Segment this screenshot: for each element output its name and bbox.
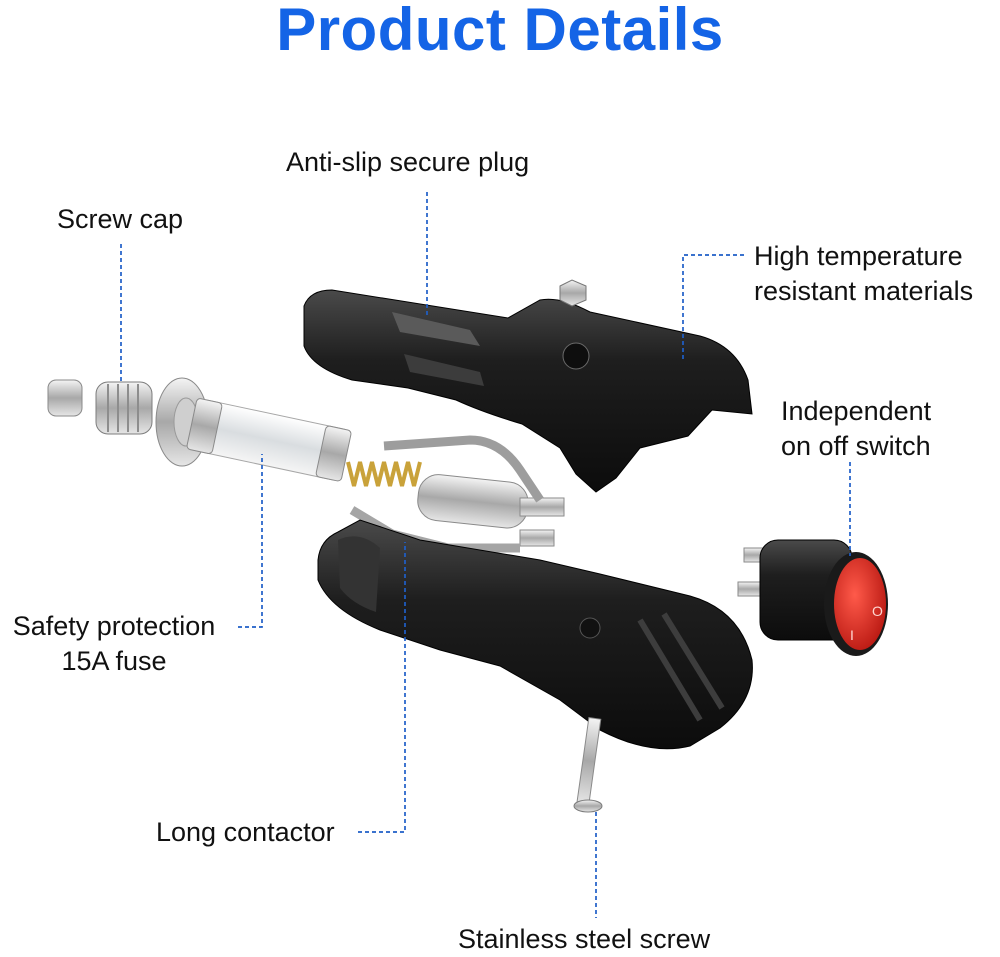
lower-housing: [317, 519, 753, 750]
label-switch: Independent on off switch: [781, 396, 932, 462]
label-stainless-screw: Stainless steel screw: [458, 924, 711, 954]
upper-housing: [303, 289, 753, 493]
stainless-screw: [573, 717, 603, 813]
hex-nut: [559, 279, 587, 307]
rocker-switch: O I: [737, 539, 888, 656]
label-high-temperature: High temperature resistant materials: [754, 241, 974, 307]
label-anti-slip-plug: Anti-slip secure plug: [286, 147, 530, 177]
switch-on-mark: I: [850, 627, 854, 643]
screw-cap-tip: [47, 379, 83, 417]
leader-fuse: [238, 454, 263, 628]
center-contact: [417, 474, 565, 547]
screw-cap: [95, 381, 153, 435]
spring: [346, 461, 422, 487]
switch-off-mark: O: [872, 603, 883, 619]
page-title: Product Details: [276, 0, 724, 63]
label-fuse: Safety protection 15A fuse: [12, 611, 216, 677]
leader-contactor: [358, 542, 406, 833]
leader-lines: [120, 192, 851, 918]
label-screw-cap: Screw cap: [57, 204, 184, 234]
label-long-contactor: Long contactor: [156, 817, 335, 847]
fuse: [186, 398, 352, 482]
